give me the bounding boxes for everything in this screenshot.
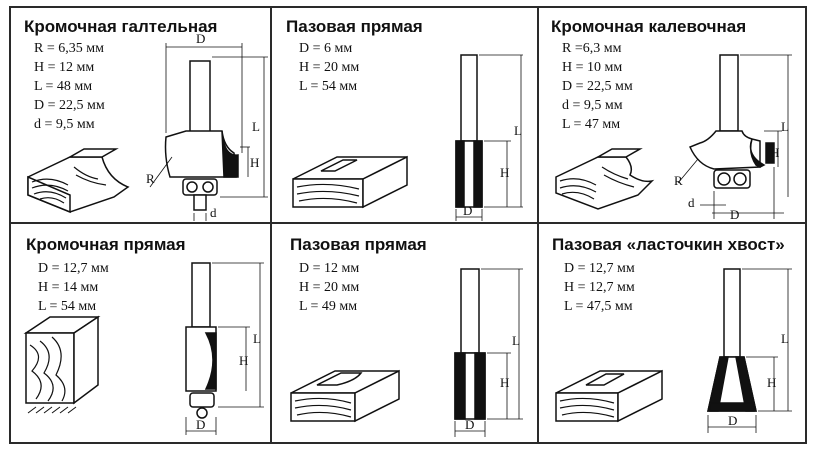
wood-sample-icon <box>27 148 130 214</box>
grooved-wood-sample-icon <box>292 155 408 209</box>
spec-line: D = 22,5 мм <box>562 79 633 94</box>
spec-line: L = 48 мм <box>34 79 93 94</box>
cutter-specs: D = 12,7 мм H = 14 мм L = 54 мм <box>38 259 109 316</box>
dim-label-L: L <box>252 119 260 134</box>
spec-line: D = 12,7 мм <box>564 261 635 276</box>
dim-label-d: d <box>688 195 695 210</box>
cutter-card-straight-groove-1: Пазовая прямая D = 6 мм H = 20 мм L = 54… <box>271 7 538 223</box>
spec-line: d = 9,5 мм <box>562 98 623 113</box>
cutter-title: Кромочная прямая <box>26 235 186 254</box>
dim-label-R: R <box>146 171 155 186</box>
spec-line: H = 20 мм <box>299 60 360 75</box>
spec-line: L = 54 мм <box>38 299 97 314</box>
spec-line: H = 10 мм <box>562 60 623 75</box>
cutter-title: Пазовая прямая <box>290 235 427 254</box>
dovetail-bit-icon <box>707 268 757 412</box>
spec-line: L = 47 мм <box>562 117 621 132</box>
dim-label-L: L <box>781 331 789 346</box>
u-groove-wood-sample-icon <box>290 369 400 423</box>
dim-label-D: D <box>728 413 737 428</box>
cutter-specs: D = 12 мм H = 20 мм L = 49 мм <box>299 259 359 316</box>
dim-label-D: D <box>463 203 472 218</box>
spec-line: R = 6,35 мм <box>34 41 104 56</box>
dim-label-R: R <box>674 173 683 188</box>
spec-line: D = 22,5 мм <box>34 98 105 113</box>
cutter-specs: R =6,3 мм H = 10 мм D = 22,5 мм d = 9,5 … <box>562 39 633 134</box>
cutter-drawing: D L H R d <box>27 31 268 221</box>
cutter-specs: D = 6 мм H = 20 мм L = 54 мм <box>299 39 359 96</box>
spec-line: D = 12,7 мм <box>38 261 109 276</box>
dim-label-L: L <box>253 331 261 346</box>
wide-straight-bit-icon <box>454 268 486 420</box>
dim-label-D: D <box>196 31 205 46</box>
dovetail-wood-sample-icon <box>555 369 663 423</box>
cutter-drawing: L H D <box>290 268 523 437</box>
dim-label-d: d <box>210 205 217 220</box>
spec-line: R =6,3 мм <box>562 41 622 56</box>
spec-line: H = 20 мм <box>299 280 360 295</box>
dim-label-D: D <box>196 417 205 432</box>
cutter-card-cove-edge: Кромочная галтельная R = 6,35 мм H = 12 … <box>10 7 271 223</box>
cutter-drawing: L H R d D <box>555 54 792 222</box>
cutter-specs: R = 6,35 мм H = 12 мм L = 48 мм D = 22,5… <box>34 39 105 134</box>
spec-line: H = 14 мм <box>38 280 99 295</box>
spec-line: L = 54 мм <box>299 79 358 94</box>
spec-line: D = 12 мм <box>299 261 360 276</box>
cove-bit-icon <box>164 60 239 211</box>
dim-label-D: D <box>730 207 739 222</box>
straight-bit-icon <box>455 54 483 208</box>
profiled-wood-sample-icon <box>555 148 655 210</box>
cutter-title: Пазовая «ласточкин хвост» <box>552 235 785 254</box>
cutter-title: Пазовая прямая <box>286 17 423 36</box>
cutter-card-straight-groove-2: Пазовая прямая D = 12 мм H = 20 мм L = 4… <box>271 223 538 443</box>
dim-label-H: H <box>770 145 779 160</box>
spec-line: d = 9,5 мм <box>34 117 95 132</box>
dim-label-L: L <box>512 333 520 348</box>
cutter-drawing: L H D <box>23 262 264 435</box>
dim-label-H: H <box>239 353 248 368</box>
cutter-title: Кромочная галтельная <box>24 17 218 36</box>
cutter-drawing: L H D <box>555 268 792 433</box>
spec-line: H = 12,7 мм <box>564 280 635 295</box>
cutter-card-ogee-edge: Кромочная калевочная R =6,3 мм H = 10 мм… <box>538 7 806 223</box>
spec-line: D = 6 мм <box>299 41 353 56</box>
edge-wood-block-icon <box>23 315 101 414</box>
spec-line: L = 47,5 мм <box>564 299 633 314</box>
cutter-title: Кромочная калевочная <box>551 17 747 36</box>
dim-label-H: H <box>767 375 776 390</box>
cutter-specs: D = 12,7 мм H = 12,7 мм L = 47,5 мм <box>564 259 635 316</box>
flush-trim-bit-icon <box>185 262 217 419</box>
cutter-drawing: L H D <box>292 54 523 221</box>
dim-label-H: H <box>250 155 259 170</box>
dim-label-L: L <box>781 119 789 134</box>
dim-label-H: H <box>500 375 509 390</box>
ogee-bit-icon <box>688 54 775 189</box>
dim-label-D: D <box>465 417 474 432</box>
spec-line: H = 12 мм <box>34 60 95 75</box>
dim-label-H: H <box>500 165 509 180</box>
cutter-card-straight-edge: Кромочная прямая D = 12,7 мм H = 14 мм L… <box>10 223 271 443</box>
dim-label-L: L <box>514 123 522 138</box>
spec-line: L = 49 мм <box>299 299 358 314</box>
cutter-card-dovetail: Пазовая «ласточкин хвост» D = 12,7 мм H … <box>538 223 806 443</box>
